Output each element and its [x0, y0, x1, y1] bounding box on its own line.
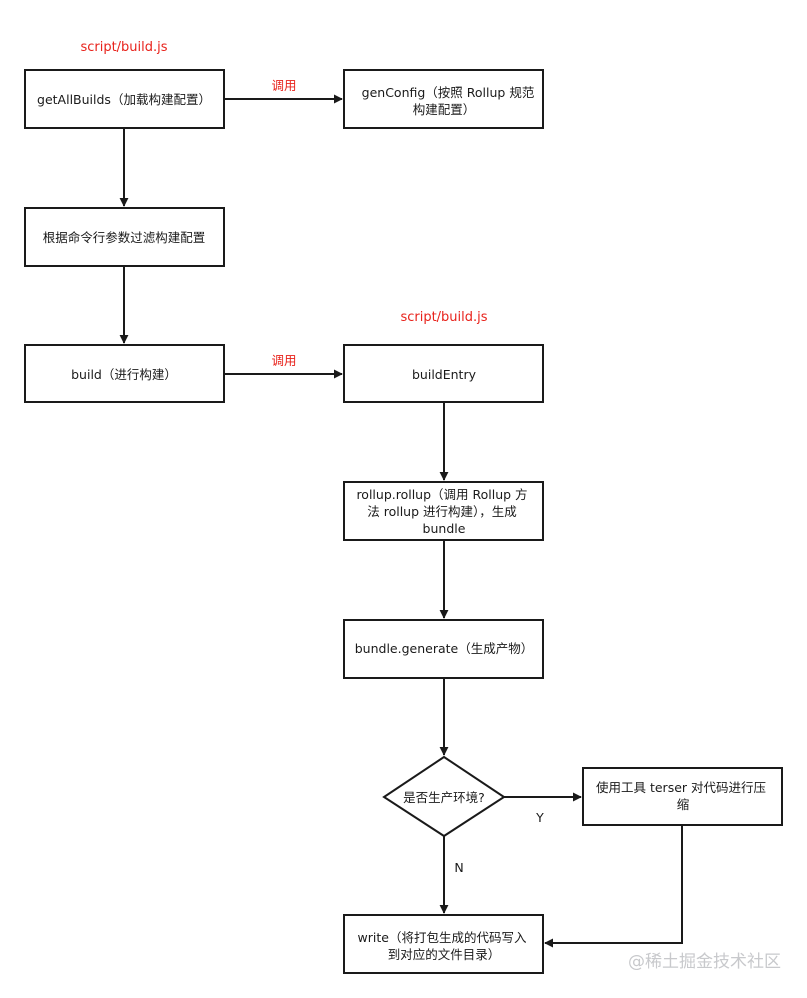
- node-write: [343, 914, 544, 974]
- watermark: @稀土掘金技术社区: [628, 952, 781, 972]
- edge-terser-to-write: [544, 825, 683, 948]
- node-text-line: 缩: [677, 797, 690, 812]
- node-text-line: genConfig（按照 Rollup 规范: [362, 85, 535, 100]
- node-gen-config: [343, 69, 544, 129]
- node-is-production-text: 是否生产环境?: [403, 790, 485, 805]
- node-text-line: build（进行构建）: [71, 367, 177, 382]
- node-build-entry: [343, 344, 544, 403]
- node-build: [24, 344, 225, 403]
- node-text-line: rollup.rollup（调用 Rollup 方: [356, 487, 527, 502]
- node-terser-text: 使用工具 terser 对代码进行压 缩: [596, 780, 770, 812]
- node-text-line: 使用工具 terser 对代码进行压: [596, 780, 766, 795]
- node-filter-config-text: 根据命令行参数过滤构建配置: [43, 230, 206, 245]
- node-get-all-builds-text: getAllBuilds（加载构建配置）: [37, 92, 211, 107]
- file-label-top: script/build.js: [80, 40, 167, 55]
- node-rollup-rollup-text: rollup.rollup（调用 Rollup 方 法 rollup 进行构建）…: [356, 487, 531, 536]
- node-text-line: write（将打包生成的代码写入: [358, 930, 527, 945]
- node-is-production-decision: [382, 755, 506, 838]
- node-gen-config-text: genConfig（按照 Rollup 规范 构建配置）: [362, 85, 539, 117]
- node-terser: [582, 767, 783, 826]
- node-build-entry-text: buildEntry: [412, 367, 477, 382]
- edge-label-call-1: 调用: [271, 78, 296, 93]
- node-text-line: buildEntry: [412, 367, 477, 382]
- edge-label-yes: Y: [535, 810, 544, 825]
- node-bundle-generate-text: bundle.generate（生成产物）: [355, 641, 533, 656]
- edge-label-no: N: [454, 860, 463, 875]
- node-text-line: bundle: [423, 521, 466, 536]
- node-text-line: 法 rollup 进行构建），生成: [367, 504, 517, 519]
- node-filter-config: [24, 207, 225, 267]
- node-text-line: 构建配置）: [413, 102, 476, 117]
- node-write-text: write（将打包生成的代码写入 到对应的文件目录）: [358, 930, 531, 962]
- file-label-middle: script/build.js: [400, 310, 487, 325]
- node-text-line: 到对应的文件目录）: [388, 947, 501, 962]
- node-text-line: bundle.generate（生成产物）: [355, 641, 533, 656]
- node-rollup-rollup: [343, 481, 544, 541]
- node-text-line: 是否生产环境?: [403, 790, 485, 805]
- node-bundle-generate: [343, 619, 544, 679]
- node-text-line: 根据命令行参数过滤构建配置: [43, 230, 206, 245]
- edge-label-call-2: 调用: [271, 353, 296, 368]
- node-build-text: build（进行构建）: [71, 367, 177, 382]
- node-text-line: getAllBuilds（加载构建配置）: [37, 92, 211, 107]
- node-get-all-builds: [24, 69, 225, 129]
